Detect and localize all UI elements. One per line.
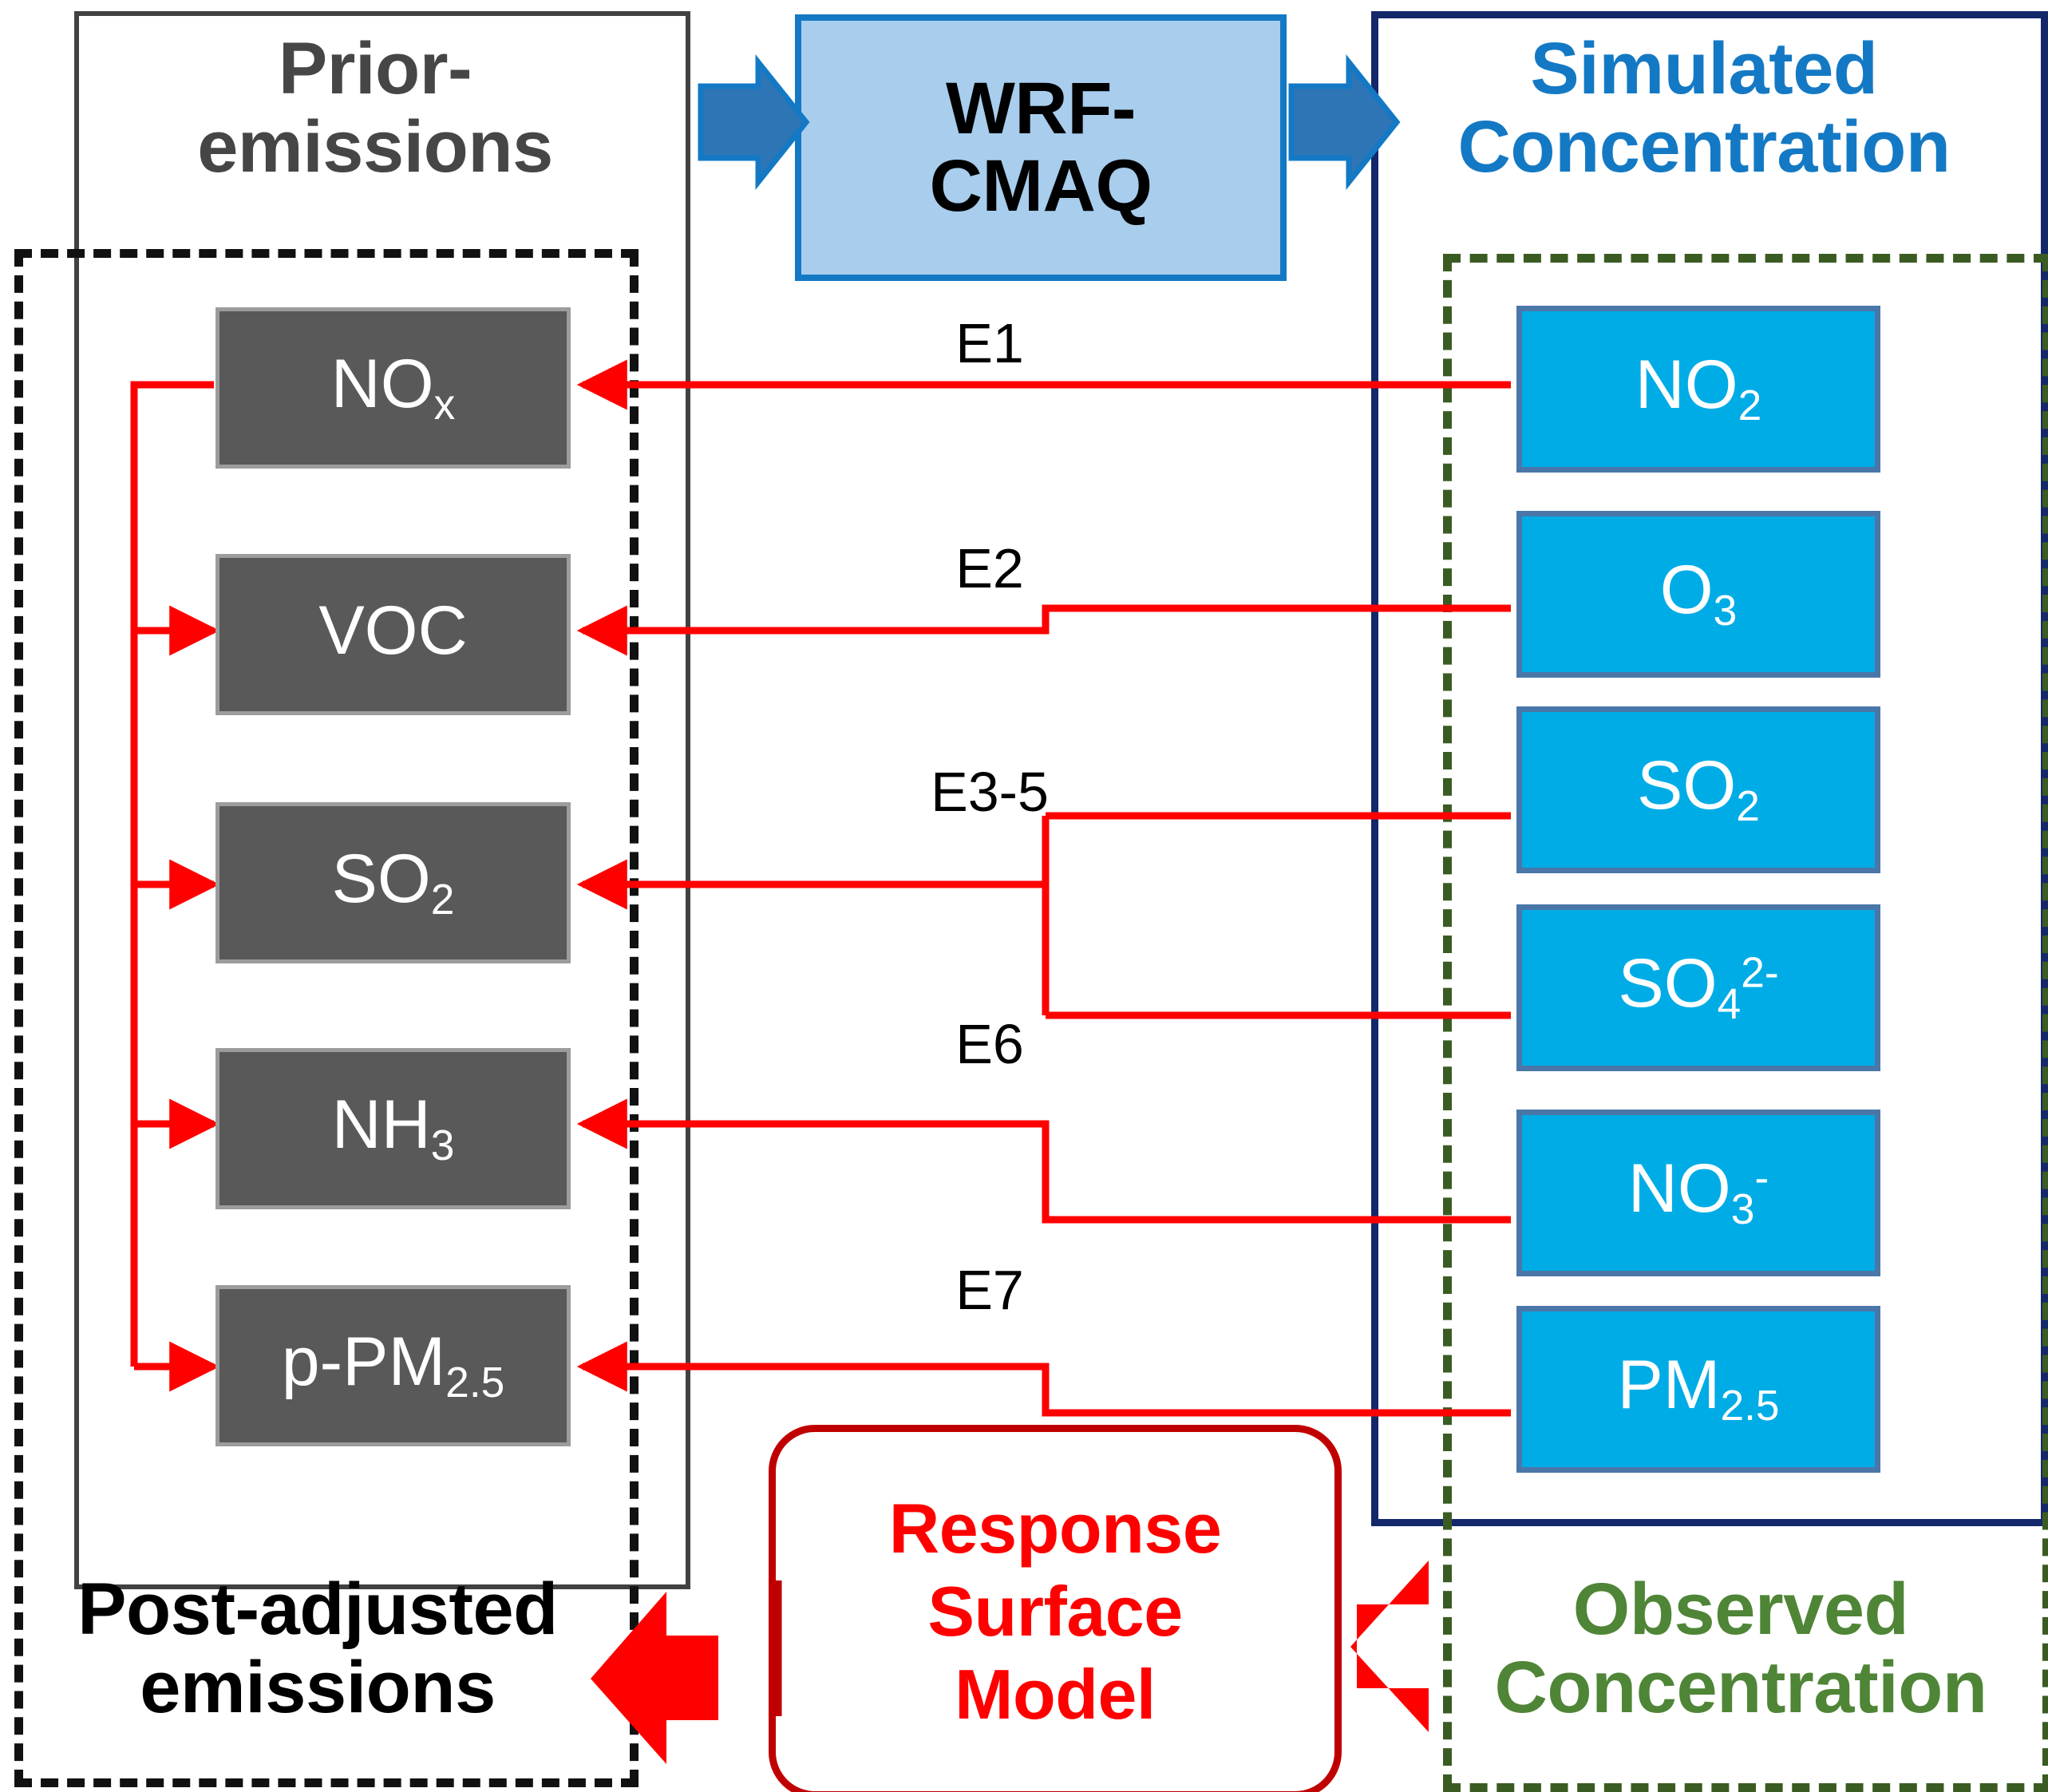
concentration-box-no3[interactable]: NO3- (1516, 1110, 1880, 1276)
connector-e7 (576, 1341, 1511, 1417)
emission-box-so2[interactable]: SO2 (215, 802, 571, 963)
prior-emissions-heading: Prior- emissions (197, 28, 553, 188)
concentration-box-no2[interactable]: NO2 (1516, 306, 1880, 473)
connector-feedback-trunk (130, 381, 214, 1367)
concentration-label-o3: O3 (1659, 552, 1738, 635)
red-arrow-observed-to-rsm (1350, 1561, 1429, 1732)
concentration-label-so2: SO2 (1637, 747, 1760, 831)
edge-label-e6: E6 (955, 1013, 1024, 1075)
concentration-box-so4[interactable]: SO42- (1516, 904, 1880, 1071)
connector-e2 (576, 604, 1511, 656)
emission-box-ppm25[interactable]: p-PM2.5 (215, 1285, 571, 1446)
concentration-box-pm25[interactable]: PM2.5 (1516, 1306, 1880, 1473)
post-adjusted-emissions-heading: Post-adjusted emissions (77, 1568, 558, 1728)
emission-label-voc: VOC (318, 591, 468, 669)
blue-arrow-prior-to-wrf (698, 54, 810, 190)
concentration-box-o3[interactable]: O3 (1516, 511, 1880, 678)
edge-label-e2: E2 (955, 537, 1024, 599)
simulated-concentration-heading: Simulated Concentration (1457, 28, 1951, 188)
emission-box-nox[interactable]: NOx (215, 307, 571, 469)
wrf-cmaq-box[interactable]: WRF- CMAQ (795, 14, 1287, 281)
post-adjusted-emissions-frame (14, 249, 639, 1787)
emission-box-voc[interactable]: VOC (215, 554, 571, 715)
concentration-label-no2: NO2 (1635, 346, 1762, 430)
observed-concentration-frame (1443, 254, 2048, 1792)
concentration-label-pm25: PM2.5 (1617, 1347, 1780, 1430)
observed-concentration-heading: Observed Concentration (1494, 1568, 1987, 1728)
edge-label-e7: E7 (955, 1259, 1024, 1321)
emission-label-so2: SO2 (331, 840, 455, 924)
emission-label-nh3: NH3 (331, 1086, 455, 1169)
connector-e6 (576, 1098, 1511, 1224)
concentration-box-so2[interactable]: SO2 (1516, 706, 1880, 873)
red-arrow-rsm-to-post-adjusted (591, 1592, 718, 1764)
blue-arrow-wrf-to-simulated (1288, 54, 1401, 190)
emission-label-ppm25: p-PM2.5 (281, 1323, 505, 1406)
emission-label-nox: NOx (330, 345, 456, 429)
edge-label-e1: E1 (955, 312, 1024, 374)
red-connector-lines (130, 359, 1511, 1417)
response-surface-model-box[interactable]: Response Surface Model (769, 1425, 1342, 1792)
prior-emissions-frame (74, 11, 690, 1589)
emission-box-nh3[interactable]: NH3 (215, 1048, 571, 1209)
concentration-label-so4: SO42- (1618, 945, 1779, 1029)
concentration-label-no3: NO3- (1627, 1150, 1769, 1234)
edge-label-e3-5: E3-5 (931, 761, 1049, 823)
